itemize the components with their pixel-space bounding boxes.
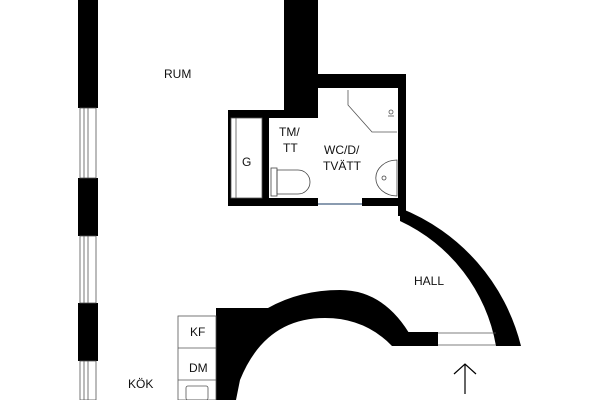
north-arrow-icon xyxy=(453,363,477,394)
sink-icon xyxy=(185,385,209,400)
kitchen-counter xyxy=(177,315,217,400)
room-label-tm-tt-line2: TT xyxy=(283,141,298,155)
closet-g xyxy=(230,117,263,199)
washbasin-icon xyxy=(375,159,398,197)
kitchen-arch-wall xyxy=(216,290,412,400)
left-exterior-wall xyxy=(78,0,98,361)
toilet-icon xyxy=(270,167,311,197)
curved-hall-wall xyxy=(400,208,521,346)
room-label-rum: RUM xyxy=(164,67,192,81)
room-label-wc-line2: TVÄTT xyxy=(323,159,361,173)
room-label-kok: KÖK xyxy=(128,377,154,391)
window-left-1 xyxy=(79,107,97,179)
shower-icon xyxy=(347,90,397,133)
interior-walls xyxy=(228,0,406,216)
room-label-tm-tt-line1: TM/ xyxy=(279,125,300,139)
room-label-wc-line1: WC/D/ xyxy=(324,143,360,157)
window-left-3 xyxy=(79,360,97,400)
room-label-g: G xyxy=(242,155,252,169)
window-left-2 xyxy=(79,235,97,304)
room-label-kf: KF xyxy=(190,325,206,339)
room-label-dm: DM xyxy=(189,361,208,375)
entrance-wall-stub xyxy=(408,332,438,346)
room-label-hall: HALL xyxy=(414,274,445,288)
entrance-door xyxy=(438,332,496,346)
